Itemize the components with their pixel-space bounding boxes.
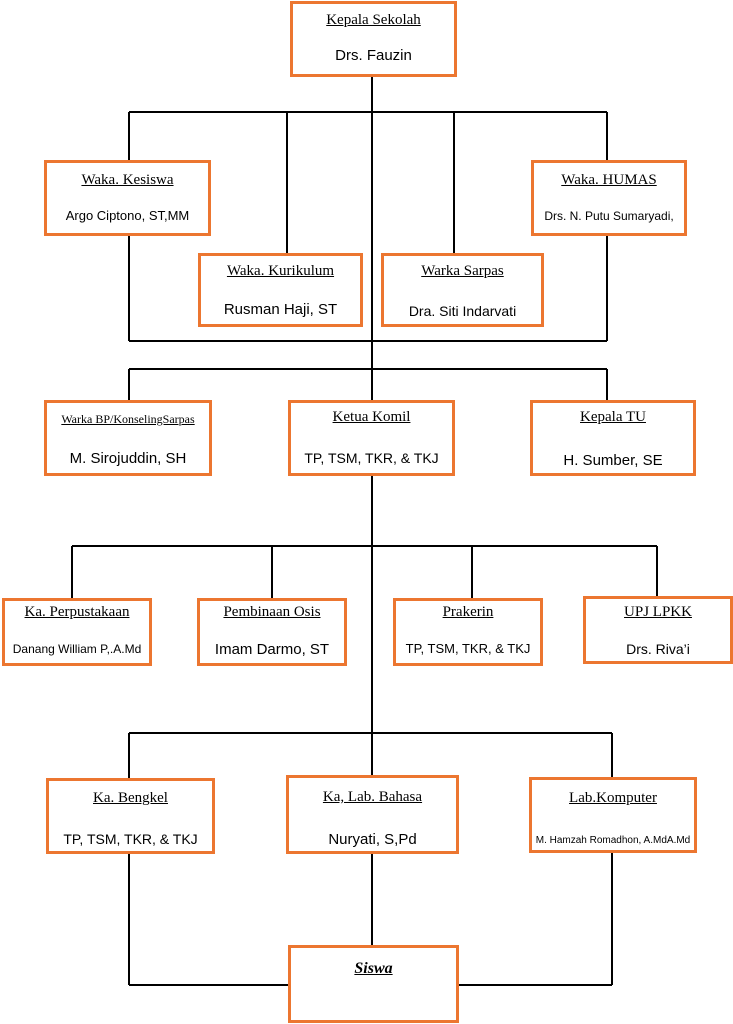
box-name: Dra. Siti Indarvati [408, 303, 517, 319]
siswa-box: Siswa [288, 945, 459, 1023]
box-title: Kepala TU [580, 409, 646, 425]
box-title: Ketua Komil [332, 409, 411, 425]
box-title: Waka. Kurikulum [226, 263, 335, 279]
box-name: TP, TSM, TKR, & TKJ [63, 831, 198, 847]
box-title: Warka Sarpas [421, 263, 504, 279]
box-title: Kepala Sekolah [326, 12, 421, 28]
box-name: Drs. Fauzin [335, 47, 412, 64]
box-title: Ka. Perpustakaan [24, 604, 130, 620]
box-name: Nuryati, S,Pd [328, 831, 417, 848]
box-title: Waka. HUMAS [561, 172, 657, 188]
upj-lpkk-box: UPJ LPKK Drs. Riva’i [583, 596, 733, 664]
lab-komputer-box: Lab.Komputer M. Hamzah Romadhon, A.MdA.M… [529, 777, 697, 853]
box-name: Argo Ciptono, ST,MM [65, 208, 190, 223]
box-name: TP, TSM, TKR, & TKJ [405, 641, 531, 656]
box-title: UPJ LPKK [624, 604, 692, 620]
kepala-tu-box: Kepala TU H. Sumber, SE [530, 400, 696, 476]
ka-lab-bahasa-box: Ka, Lab. Bahasa Nuryati, S,Pd [286, 775, 459, 854]
box-name: Drs. N. Putu Sumaryadi, [544, 209, 674, 223]
box-name: Drs. Riva’i [626, 641, 690, 657]
kepala-sekolah-box: Kepala Sekolah Drs. Fauzin [290, 1, 457, 77]
prakerin-box: Prakerin TP, TSM, TKR, & TKJ [393, 598, 543, 666]
warka-bp-box: Warka BP/KonselingSarpas M. Sirojuddin, … [44, 400, 212, 476]
ka-perpustakaan-box: Ka. Perpustakaan Danang William P,.A.Md [2, 598, 152, 666]
box-title: Siswa [354, 960, 393, 977]
box-name: H. Sumber, SE [563, 452, 663, 469]
waka-kurikulum-box: Waka. Kurikulum Rusman Haji, ST [198, 253, 363, 327]
ka-bengkel-box: Ka. Bengkel TP, TSM, TKR, & TKJ [46, 778, 215, 854]
pembinaan-osis-box: Pembinaan Osis Imam Darmo, ST [197, 598, 347, 666]
waka-kesiswa-box: Waka. Kesiswa Argo Ciptono, ST,MM [44, 160, 211, 236]
box-name: Imam Darmo, ST [214, 641, 330, 658]
box-title: Prakerin [442, 604, 494, 620]
box-title: Pembinaan Osis [223, 604, 321, 620]
box-name: M. Hamzah Romadhon, A.MdA.Md [535, 835, 691, 846]
box-name: TP, TSM, TKR, & TKJ [304, 450, 439, 466]
box-title: Ka, Lab. Bahasa [322, 789, 423, 805]
ketua-komil-box: Ketua Komil TP, TSM, TKR, & TKJ [288, 400, 455, 476]
box-name: Rusman Haji, ST [223, 301, 338, 318]
box-title: Ka. Bengkel [93, 790, 168, 806]
box-title: Warka BP/KonselingSarpas [61, 412, 195, 426]
box-name: Danang William P,.A.Md [12, 642, 142, 656]
box-title: Lab.Komputer [569, 790, 657, 806]
warka-sarpas-box: Warka Sarpas Dra. Siti Indarvati [381, 253, 544, 327]
box-name: M. Sirojuddin, SH [69, 450, 187, 467]
waka-humas-box: Waka. HUMAS Drs. N. Putu Sumaryadi, [531, 160, 687, 236]
box-title: Waka. Kesiswa [81, 172, 174, 188]
